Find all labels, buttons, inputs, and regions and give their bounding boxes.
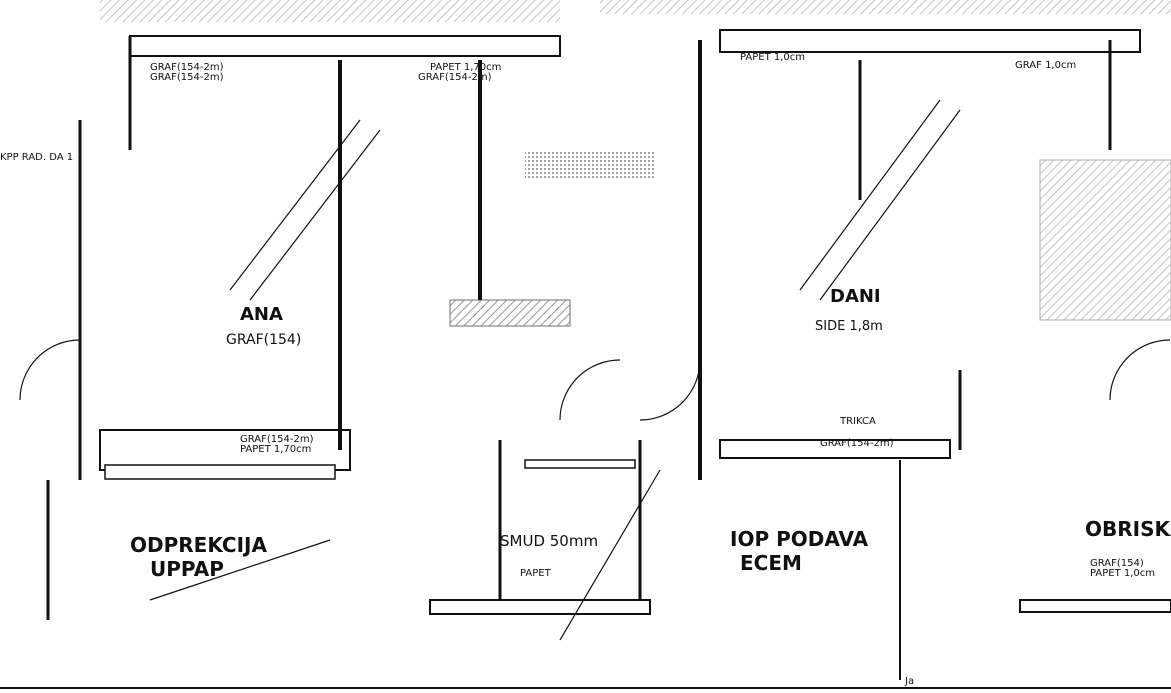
label-kp-left: KPP RAD. DA 1 (0, 152, 73, 163)
room-label-right: OBRISKA (1085, 517, 1171, 541)
room-label-left: ODPREKCIJA (130, 533, 267, 557)
label-graf-bottom-left: GRAF(154-2m) (240, 434, 314, 445)
label-graf-top-mid: GRAF(154-2m) (418, 72, 492, 83)
wall-group-middle (429, 150, 655, 615)
label-ana-sub: GRAF(154) (226, 332, 301, 348)
door-arcs (19, 339, 1171, 421)
label-papet-top-right: PAPET 1,0cm (740, 52, 805, 63)
label-dani: DANI (830, 286, 881, 307)
top-terrain-strip (100, 0, 560, 22)
room-label-mid: IOP PODAVA (730, 527, 869, 551)
label-graf-right: GRAF(154) (1090, 558, 1144, 569)
wall-group-right (698, 29, 1171, 680)
label-papet-bottom-mid: PAPET (520, 568, 552, 579)
label-ana: ANA (240, 304, 283, 325)
label-smud: SMUD 50mm (500, 532, 598, 550)
room-label-mid-sub: ECEM (740, 551, 802, 575)
label-papet-top-mid: PAPET 1,70cm (430, 62, 501, 73)
top-terrain-strip-right (600, 0, 1171, 14)
stair-diagonals (149, 99, 961, 641)
label-dani-sub: SIDE 1,8m (815, 319, 883, 334)
label-trikca: TRIKCA (839, 416, 876, 427)
label-papet-bottom-left: PAPET 1,70cm (240, 444, 311, 455)
label-ja: Ja (904, 676, 914, 687)
label-graf-top-left-2: GRAF(154-2m) (150, 72, 224, 83)
wall-group-left (46, 35, 561, 620)
label-trikca-sub: GRAF(154-2m) (820, 438, 894, 449)
label-graf-top-left-1: GRAF(154-2m) (150, 62, 224, 73)
label-graf-top-right: GRAF 1,0cm (1015, 60, 1076, 71)
label-papet-right: PAPET 1,0cm (1090, 568, 1155, 579)
room-label-left-sub: UPPAP (150, 557, 224, 581)
